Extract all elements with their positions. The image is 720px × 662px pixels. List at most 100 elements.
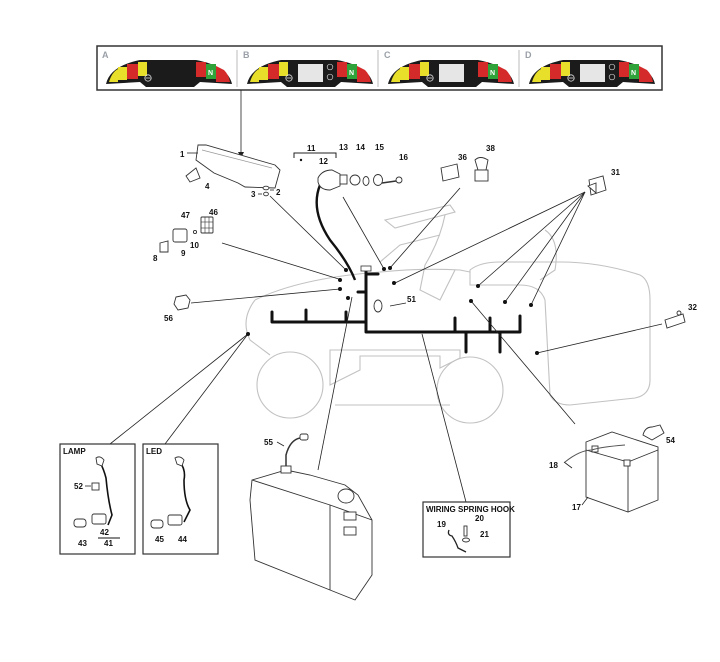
part-bracket-4	[185, 167, 201, 183]
label-part-45: 45	[155, 535, 164, 544]
part-led-bulb-45	[150, 519, 164, 529]
lamp-box-title: LAMP	[63, 447, 86, 456]
part-cap-54	[642, 424, 665, 441]
indicator-yellow	[118, 67, 127, 80]
part-switch-36	[440, 163, 460, 182]
dashboard-variant-c: CN	[384, 50, 514, 87]
dashboard-variant-a: AN	[102, 50, 232, 87]
indicator-red	[639, 66, 653, 82]
part-labels: 1 2 3 4 8 9 10 11 12 13 14 15 16 17 18 1…	[74, 143, 697, 548]
label-part-10: 10	[190, 241, 199, 250]
indicator-yellow	[391, 69, 400, 82]
throttle-icon	[285, 74, 293, 82]
connection-dots	[246, 266, 539, 355]
label-part-14: 14	[356, 143, 365, 152]
throttle-icon	[567, 74, 575, 82]
label-part-41: 41	[104, 539, 113, 548]
part-nut-15	[373, 174, 383, 186]
dashboard-variant-d: DN	[525, 50, 655, 87]
indicator-yellow	[259, 67, 268, 80]
part-hook-19	[447, 529, 467, 553]
label-part-51: 51	[407, 295, 416, 304]
label-part-44: 44	[178, 535, 187, 544]
indicator-red	[478, 62, 488, 77]
indicator-yellow	[532, 69, 541, 82]
part-holder-42	[91, 513, 107, 525]
display-button-icon	[326, 63, 334, 71]
harness-connector	[360, 265, 372, 272]
neutral-label: N	[208, 70, 213, 77]
part-screw-47	[192, 229, 198, 235]
part-plug-56	[173, 294, 191, 311]
label-part-8: 8	[153, 254, 158, 263]
part-connector-8	[159, 240, 169, 253]
indicator-red	[337, 62, 347, 77]
part-clip-51	[373, 299, 383, 313]
lamp-cable	[99, 461, 113, 526]
label-part-55: 55	[264, 438, 273, 447]
indicator-red	[216, 66, 230, 82]
part-washer-3	[263, 191, 269, 197]
variant-letter: B	[243, 50, 250, 60]
label-part-19: 19	[437, 520, 446, 529]
led-cable	[179, 461, 191, 523]
indicator-neutral-green	[488, 64, 498, 79]
indicator-red	[357, 66, 371, 82]
part-led-holder-44	[167, 514, 183, 526]
variant-letter: A	[102, 50, 109, 60]
label-part-18: 18	[549, 461, 558, 470]
led-box-title: LED	[146, 447, 162, 456]
label-part-31: 31	[611, 168, 620, 177]
lcd-display	[298, 64, 323, 82]
part-ignition-group	[293, 152, 403, 191]
label-part-4: 4	[205, 182, 210, 191]
indicator-yellow	[561, 62, 570, 76]
label-part-12: 12	[319, 157, 328, 166]
label-part-13: 13	[339, 143, 348, 152]
label-part-52: 52	[74, 482, 83, 491]
part-bolt-20	[463, 525, 468, 537]
indicator-red	[619, 62, 629, 77]
label-part-46: 46	[209, 208, 218, 217]
throttle-icon	[144, 74, 152, 82]
inset-led: LED	[142, 443, 219, 555]
part-relay-group	[159, 216, 214, 253]
indicator-red	[127, 64, 138, 79]
part-cable-18	[564, 444, 626, 463]
indicator-yellow	[400, 67, 409, 80]
indicator-yellow	[279, 62, 288, 76]
indicator-neutral-green	[206, 64, 216, 79]
variant-letter: C	[384, 50, 391, 60]
leader-lines	[109, 187, 663, 503]
neutral-label: N	[631, 70, 636, 77]
part-ring-14	[362, 176, 370, 186]
display-button-icon	[326, 73, 334, 81]
part-relay-9	[172, 228, 188, 243]
label-part-36: 36	[458, 153, 467, 162]
part-bulb-43	[73, 518, 87, 528]
indicator-yellow	[138, 62, 147, 76]
display-button-icon	[608, 73, 616, 81]
neutral-label: N	[349, 70, 354, 77]
dashboard-variant-b: BN	[243, 50, 373, 87]
indicator-neutral-green	[629, 64, 639, 79]
indicator-red	[196, 62, 206, 77]
label-part-16: 16	[399, 153, 408, 162]
indicator-red	[498, 66, 512, 82]
part-fuel-tank	[249, 433, 373, 601]
label-part-21: 21	[480, 530, 489, 539]
spring-hook-box-title: WIRING SPRING HOOK	[426, 505, 515, 514]
inset-lamp: LAMP	[59, 443, 136, 555]
part-ignition-switch-12	[317, 169, 341, 191]
label-part-43: 43	[78, 539, 87, 548]
lcd-display	[580, 64, 605, 82]
label-part-38: 38	[486, 144, 495, 153]
part-sender-cable-55	[285, 437, 301, 466]
part-fuse-box-46	[200, 216, 214, 234]
ignition-cable	[315, 184, 357, 281]
label-part-9: 9	[181, 249, 186, 258]
indicator-yellow	[541, 67, 550, 80]
label-part-32: 32	[688, 303, 697, 312]
part-bushing-13	[349, 174, 361, 186]
part-battery	[563, 424, 665, 513]
